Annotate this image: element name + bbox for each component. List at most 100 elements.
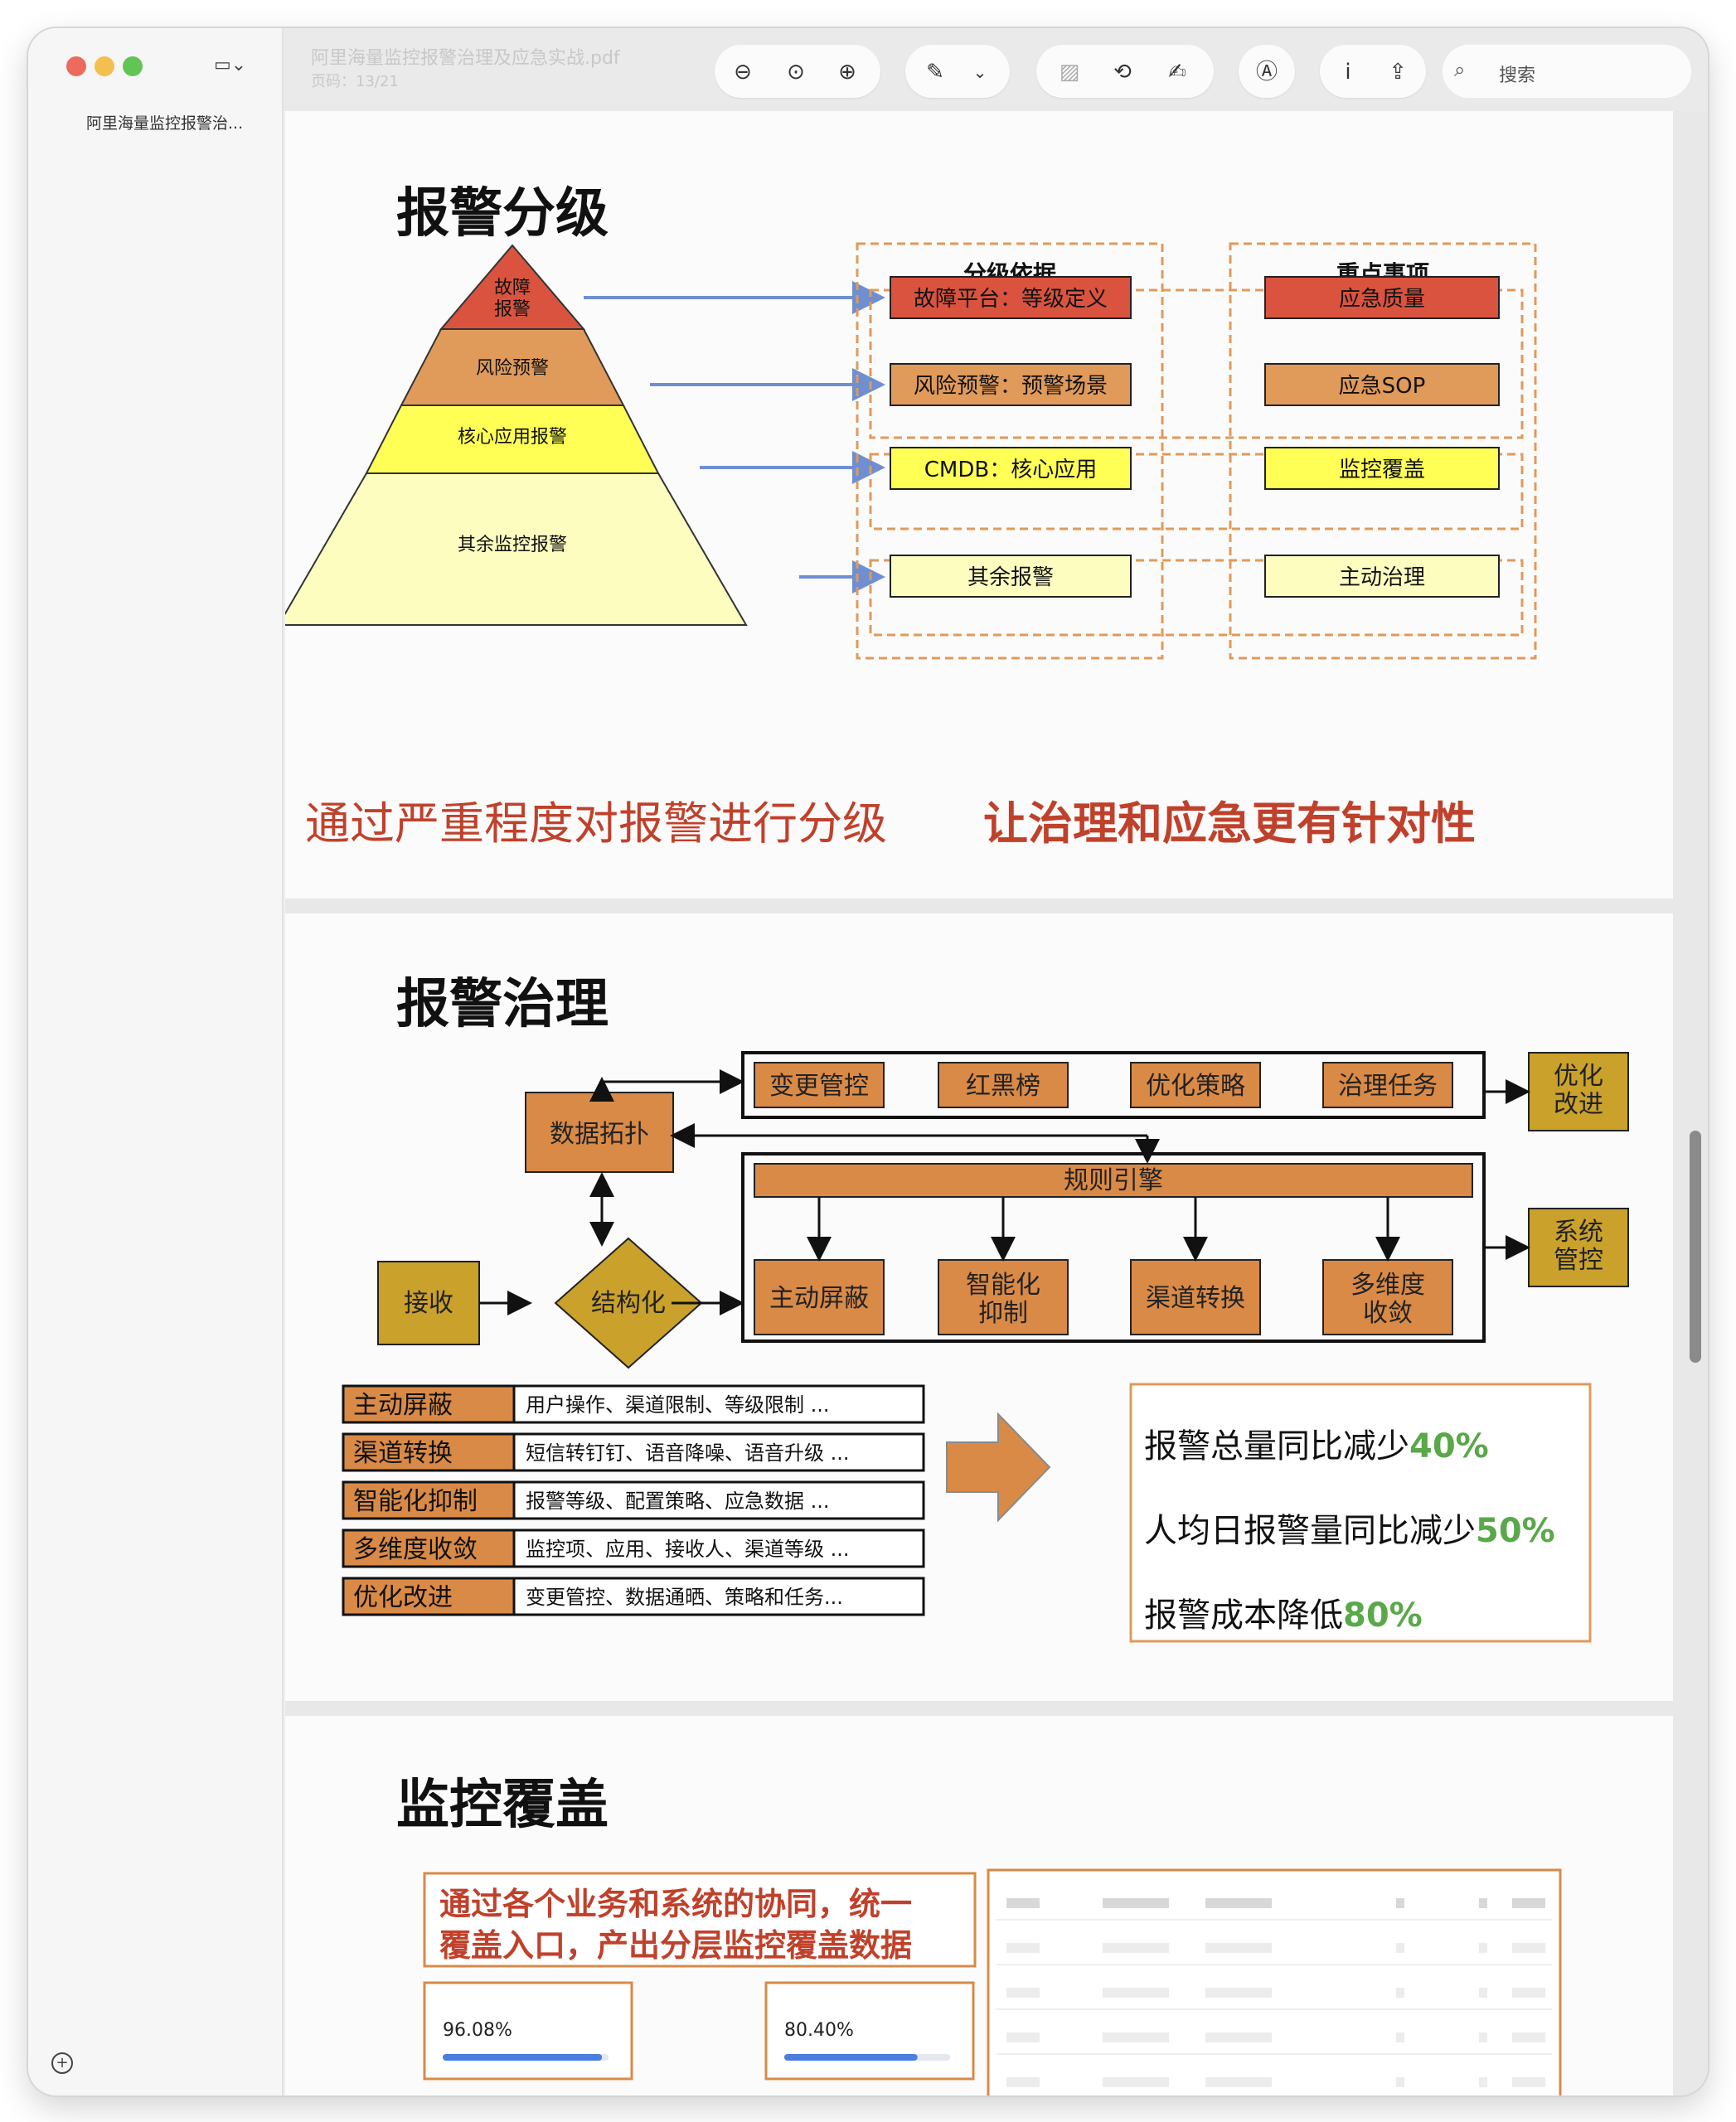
signature-icon[interactable]: ✍ bbox=[1168, 60, 1186, 85]
focus-label-3: 监控覆盖 bbox=[1339, 458, 1425, 482]
sidebar-toggle-icon[interactable]: ▭⌄ bbox=[214, 55, 247, 75]
zoom-in-icon[interactable]: ⊕ bbox=[838, 60, 856, 85]
table-value: 报警等级、配置策略、应急数据 ... bbox=[526, 1490, 830, 1513]
bottom-label-4: 多维度收敛 bbox=[1350, 1271, 1425, 1328]
add-icon[interactable]: + bbox=[51, 2052, 73, 2074]
table-cell-placeholder bbox=[1006, 2077, 1040, 2087]
coverage-value: 96.08% bbox=[443, 2020, 512, 2041]
basis-label-2: 风险预警：预警场景 bbox=[914, 374, 1108, 399]
tagline-left: 通过严重程度对报警进行分级 bbox=[305, 797, 887, 850]
slide-title: 监控覆盖 bbox=[396, 1775, 609, 1836]
bottom-label-3: 渠道转换 bbox=[1146, 1284, 1245, 1313]
pyramid-label-4: 其余监控报警 bbox=[458, 535, 567, 555]
basis-label-3: CMDB：核心应用 bbox=[924, 458, 1097, 482]
top-box-3 bbox=[1130, 1062, 1261, 1108]
share-icon[interactable]: ⇪ bbox=[1389, 60, 1407, 85]
chevron-down-icon[interactable]: ⌄ bbox=[972, 62, 987, 82]
rule-engine-label: 规则引擎 bbox=[1064, 1166, 1163, 1195]
table-value-cell bbox=[512, 1529, 925, 1568]
pyramid-label-3: 核心应用报警 bbox=[458, 427, 567, 448]
callout-box bbox=[423, 1872, 977, 1968]
bottom-box-1 bbox=[754, 1259, 885, 1335]
actual-size-icon[interactable]: ⊙ bbox=[787, 60, 805, 85]
table-cell-placeholder bbox=[1103, 1943, 1169, 1953]
bottom-label-1: 主动屏蔽 bbox=[769, 1284, 869, 1313]
basis-box-4 bbox=[890, 555, 1132, 598]
table-cell-placeholder bbox=[1103, 1898, 1169, 1908]
method-table: 主动屏蔽用户操作、渠道限制、等级限制 ...渠道转换短信转钉钉、语音降噪、语音升… bbox=[342, 1384, 925, 1616]
coverage-card bbox=[764, 1981, 975, 2081]
pyramid-label-2: 风险预警 bbox=[476, 358, 549, 379]
table-cell-placeholder bbox=[1205, 1898, 1272, 1908]
table-value: 变更管控、数据通晒、策略和任务... bbox=[526, 1586, 843, 1609]
focus-label-2: 应急SOP bbox=[1339, 374, 1426, 399]
bottom-box-4 bbox=[1322, 1259, 1453, 1335]
thumbnail-title[interactable]: 阿里海量监控报警治... bbox=[86, 114, 244, 133]
focus-box-2 bbox=[1264, 363, 1500, 406]
table-cell-placeholder bbox=[1006, 1898, 1040, 1908]
minimize-button[interactable] bbox=[95, 56, 114, 76]
table-cell-placeholder bbox=[1396, 2032, 1404, 2042]
top-box-1 bbox=[754, 1062, 885, 1108]
table-cell-placeholder bbox=[1205, 1943, 1272, 1953]
table-cell-placeholder bbox=[1512, 1898, 1545, 1908]
slide-monitor-coverage: 监控覆盖 通过各个业务和系统的协同，统一 覆盖入口，产出分层监控覆盖数据 96.… bbox=[285, 1716, 1673, 2095]
info-icon[interactable]: i bbox=[1345, 60, 1351, 85]
close-button[interactable] bbox=[66, 56, 86, 76]
slide-title: 报警分级 bbox=[396, 183, 609, 245]
table-cell-placeholder bbox=[1396, 1943, 1404, 1953]
vertical-scrollbar[interactable] bbox=[1690, 1131, 1701, 1363]
receive-box bbox=[377, 1261, 480, 1345]
pyramid-level-4 bbox=[285, 472, 748, 626]
focus-label-4: 主动治理 bbox=[1339, 565, 1425, 590]
callout-line-1: 通过各个业务和系统的协同，统一 bbox=[439, 1886, 912, 1922]
top-box-2 bbox=[938, 1062, 1069, 1108]
markup-group bbox=[905, 45, 1010, 98]
table-cell-placeholder bbox=[1006, 1988, 1040, 1998]
table-cell-placeholder bbox=[1479, 1988, 1487, 1998]
coverage-table bbox=[987, 1868, 1562, 2095]
zoom-group bbox=[715, 45, 880, 98]
table-cell-placeholder bbox=[1512, 2077, 1545, 2087]
result-line: 报警成本降低80% bbox=[1144, 1596, 1423, 1635]
table-cell-placeholder bbox=[1479, 1943, 1487, 1953]
table-cell-placeholder bbox=[1205, 2032, 1272, 2042]
table-cell-placeholder bbox=[1479, 1898, 1487, 1908]
governance-flow: 接收 结构化 数据拓扑 变更管控 红黑榜 优化策略 治理任务 规则引擎 主动屏蔽… bbox=[342, 1051, 1629, 1643]
top-box-4 bbox=[1322, 1062, 1453, 1108]
top-label-2: 红黑榜 bbox=[966, 1072, 1040, 1101]
document-view[interactable]: 报警分级 故障报警 风险预警 核心应用报警 其余监控报警 bbox=[285, 111, 1708, 2095]
coverage-content: 通过各个业务和系统的协同，统一 覆盖入口，产出分层监控覆盖数据 96.08%80… bbox=[423, 1868, 1562, 2095]
zoom-button[interactable] bbox=[123, 56, 143, 76]
slide-title: 报警治理 bbox=[396, 974, 609, 1035]
search-icon: ⌕ bbox=[1454, 58, 1466, 81]
optimize-label: 优化改进 bbox=[1554, 1062, 1603, 1119]
search-field[interactable] bbox=[1443, 45, 1691, 98]
focus-label-1: 应急质量 bbox=[1339, 287, 1425, 312]
zoom-out-icon[interactable]: ⊖ bbox=[734, 60, 752, 85]
tagline-right: 让治理和应急更有针对性 bbox=[983, 797, 1476, 850]
table-value-cell bbox=[512, 1480, 925, 1520]
table-key-cell bbox=[342, 1432, 516, 1472]
table-cell-placeholder bbox=[1205, 1988, 1272, 1998]
markup-icon[interactable]: Ⓐ bbox=[1255, 60, 1278, 85]
table-cell-placeholder bbox=[1205, 2077, 1272, 2087]
document-title: 阿里海量监控报警治理及应急实战.pdf bbox=[311, 48, 620, 69]
edit-group bbox=[1036, 45, 1214, 98]
image-icon[interactable]: ▨ bbox=[1059, 60, 1080, 85]
table-value-cell bbox=[512, 1577, 925, 1616]
sidebar: ▭⌄ 阿里海量监控报警治... + bbox=[28, 28, 284, 2095]
top-label-1: 变更管控 bbox=[769, 1072, 869, 1101]
bottom-box-2 bbox=[938, 1259, 1069, 1335]
results-box bbox=[1129, 1383, 1592, 1643]
pen-icon[interactable]: ✎ bbox=[926, 60, 944, 85]
results: 报警总量同比减少40%人均日报警量同比减少50%报警成本降低80% bbox=[1144, 1427, 1555, 1635]
table-key: 优化改进 bbox=[353, 1583, 453, 1612]
focus-box-1 bbox=[1264, 276, 1500, 319]
top-label-4: 治理任务 bbox=[1338, 1072, 1438, 1101]
top-label-3: 优化策略 bbox=[1146, 1072, 1245, 1101]
rotate-icon[interactable]: ⟲ bbox=[1113, 60, 1132, 85]
table-cell-placeholder bbox=[1103, 2032, 1169, 2042]
focus-box-4 bbox=[1264, 555, 1500, 598]
coverage-card bbox=[423, 1981, 633, 2081]
